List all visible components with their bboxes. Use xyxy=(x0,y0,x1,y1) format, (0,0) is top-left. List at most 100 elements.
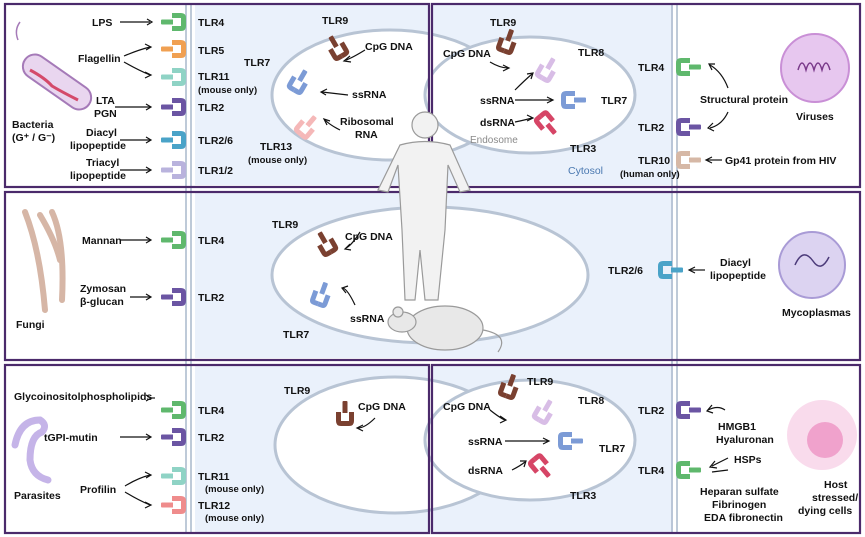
host-endo-tlr3: TLR3 xyxy=(570,490,596,502)
ligand-lps: LPS xyxy=(92,17,112,29)
endo-ssrna: ssRNA xyxy=(352,89,387,101)
parasite-ligand-gipl: Glycoinositolphospholipids xyxy=(14,391,152,403)
virus-receptor-tlr2: TLR2 xyxy=(638,122,664,134)
tlr4-receptor-icon xyxy=(161,13,186,31)
parasite-ligand-tgpi: tGPI-mutin xyxy=(44,432,98,444)
tlr5-receptor-icon xyxy=(161,40,186,58)
organism-host-3: dying cells xyxy=(798,505,852,517)
mycoplasma-icon xyxy=(778,231,846,299)
virus-endosome-label: Endosome xyxy=(470,135,518,146)
fungi-endo-ssrna: ssRNA xyxy=(350,313,385,325)
endo-tlr9: TLR9 xyxy=(322,15,348,27)
myco-ligand-diacyl: Diacyl xyxy=(720,257,751,269)
organism-bacteria-sub: (G⁺ / G⁻) xyxy=(12,132,55,144)
ligand-triacyl: Triacyl xyxy=(86,157,119,169)
host-endo-tlr7: TLR7 xyxy=(599,443,625,455)
endo-rna: RNA xyxy=(355,129,378,141)
virus-receptor-tlr4: TLR4 xyxy=(638,62,664,74)
tlr1-2-receptor-icon xyxy=(161,161,186,179)
parasite-receptor-tlr11: TLR11 xyxy=(198,471,230,483)
ligand-diacyl-2: lipopeptide xyxy=(70,140,126,152)
host-ligand-hmgb1: HMGB1 xyxy=(718,421,756,433)
host-ligand-hyaluronan: Hyaluronan xyxy=(716,434,774,446)
host-receptor-tlr2: TLR2 xyxy=(638,405,664,417)
organism-viruses: Viruses xyxy=(796,111,834,123)
parasite-tlr2-icon xyxy=(161,428,186,446)
mouse-icon xyxy=(387,305,503,353)
fungi-endo-tlr7: TLR7 xyxy=(283,329,309,341)
parasite-receptor-tlr12-note: (mouse only) xyxy=(205,513,264,524)
virus-endo-tlr9: TLR9 xyxy=(490,17,516,29)
fungi-ligand-zymosan: Zymosan xyxy=(80,283,126,295)
ligand-diacyl: Diacyl xyxy=(86,127,117,139)
organism-mycoplasmas: Mycoplasmas xyxy=(782,307,851,319)
fungi-tlr2-icon xyxy=(161,288,186,306)
fungi-receptor-tlr2: TLR2 xyxy=(198,292,224,304)
virus-endo-dsrna: dsRNA xyxy=(480,117,515,129)
parasite-icon xyxy=(11,416,52,484)
fungi-endo-tlr9: TLR9 xyxy=(272,219,298,231)
receptor-tlr11: TLR11 xyxy=(198,71,230,83)
virus-ligand-gp41: Gp41 protein from HIV xyxy=(725,155,836,167)
virus-icon xyxy=(780,33,850,103)
virus-endo-ssrna: ssRNA xyxy=(480,95,515,107)
host-tlr2-icon xyxy=(676,401,701,419)
parasite-endo-tlr9: TLR9 xyxy=(284,385,310,397)
virus-tlr10-icon xyxy=(676,151,701,169)
panel-bacteria xyxy=(3,2,431,189)
endo-cpg-dna: CpG DNA xyxy=(365,41,413,53)
host-cell-icon xyxy=(787,400,857,470)
organism-host-2: stressed/ xyxy=(812,492,858,504)
parasite-receptor-tlr12: TLR12 xyxy=(198,500,230,512)
virus-cytosol-label: Cytosol xyxy=(568,165,603,177)
organism-bacteria: Bacteria xyxy=(12,119,54,131)
fungi-endo-cpg: CpG DNA xyxy=(345,231,393,243)
host-endo-dsrna: dsRNA xyxy=(468,465,503,477)
fungi-ligand-glucan: β-glucan xyxy=(80,296,124,308)
parasite-tlr11-icon xyxy=(161,467,186,485)
fungi-tlr4-icon xyxy=(161,231,186,249)
bacteria-icon xyxy=(15,21,93,111)
virus-endo-tlr7: TLR7 xyxy=(601,95,627,107)
endosome-gap xyxy=(428,5,433,185)
tlr11-receptor-icon xyxy=(161,68,186,86)
arrows xyxy=(115,18,729,509)
host-ligand-hsps: HSPs xyxy=(734,454,762,466)
receptor-tlr4: TLR4 xyxy=(198,17,224,29)
virus-tlr4-icon xyxy=(676,58,701,76)
parasite-receptor-tlr2: TLR2 xyxy=(198,432,224,444)
host-ligand-heparan: Heparan sulfate xyxy=(700,486,779,498)
endosome-top-right xyxy=(423,35,637,155)
ligand-lta: LTA xyxy=(96,95,115,107)
fungi-ligand-mannan: Mannan xyxy=(82,235,122,247)
receptor-tlr1-2: TLR1/2 xyxy=(198,165,233,177)
host-endo-tlr9: TLR9 xyxy=(527,376,553,388)
fungi-icon xyxy=(22,209,66,313)
receptor-tlr5: TLR5 xyxy=(198,45,224,57)
host-endo-tlr8: TLR8 xyxy=(578,395,604,407)
virus-endo-tlr8: TLR8 xyxy=(578,47,604,59)
parasite-receptor-tlr4: TLR4 xyxy=(198,405,224,417)
receptor-tlr2: TLR2 xyxy=(198,102,224,114)
host-ligand-eda: EDA fibronectin xyxy=(704,512,783,524)
virus-endo-cpg: CpG DNA xyxy=(443,48,491,60)
ligand-triacyl-2: lipopeptide xyxy=(70,170,126,182)
parasite-tlr4-icon xyxy=(161,401,186,419)
endosome-bottom-right xyxy=(423,378,637,502)
myco-receptor-tlr2-6: TLR2/6 xyxy=(608,265,643,277)
receptor-tlr11-note: (mouse only) xyxy=(198,85,257,96)
ligand-pgn: PGN xyxy=(94,108,117,120)
host-endo-cpg: CpG DNA xyxy=(443,401,491,413)
virus-receptor-tlr10-note: (human only) xyxy=(620,169,680,180)
tlr2-6-receptor-icon xyxy=(161,131,186,149)
virus-endo-tlr3: TLR3 xyxy=(570,143,596,155)
endo-tlr13-note: (mouse only) xyxy=(248,155,307,166)
receptor-tlr2-6: TLR2/6 xyxy=(198,135,233,147)
tlr2-receptor-icon xyxy=(161,98,186,116)
endo-tlr13: TLR13 xyxy=(260,141,292,153)
endosomes xyxy=(270,28,637,515)
virus-receptor-tlr10: TLR10 xyxy=(638,155,670,167)
panel-viruses xyxy=(430,2,862,189)
parasite-ligand-profilin: Profilin xyxy=(80,484,116,496)
